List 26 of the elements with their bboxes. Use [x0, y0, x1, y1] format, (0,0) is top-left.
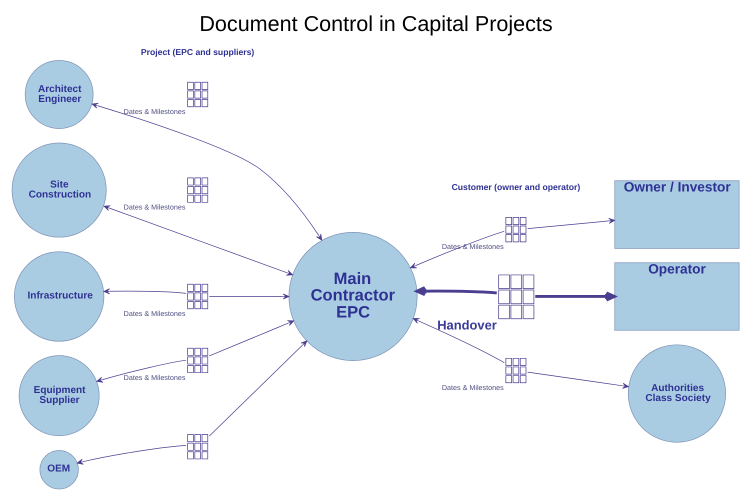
arrow: [103, 205, 292, 276]
arrow: [91, 102, 322, 241]
node-circle: Authorities Class Society: [627, 344, 726, 443]
arrow: [526, 218, 615, 229]
arrow: [208, 294, 289, 300]
arrow: [208, 340, 307, 437]
node-circle: OEM: [39, 450, 78, 490]
node-circle: Infrastructure: [14, 251, 104, 342]
node-box: Owner / Investor: [614, 180, 739, 249]
label: Project (EPC and suppliers): [140, 47, 254, 58]
arrow: [96, 360, 186, 383]
node-circle: Equipment Supplier: [18, 355, 100, 436]
diagram-title: Document Control in Capital Projects: [198, 11, 552, 36]
arrow: [102, 288, 186, 294]
arrow: [208, 320, 294, 356]
arrow: [526, 372, 628, 389]
node-box: Operator: [614, 262, 739, 331]
arrow: [412, 318, 504, 363]
node-circle: Site Construction: [11, 142, 106, 238]
node-circle: Architect Engineer: [24, 60, 93, 129]
arrow: [534, 292, 616, 302]
label: Customer (owner and operator): [451, 182, 580, 192]
arrow: [410, 230, 504, 268]
node-label: Handover: [436, 317, 496, 332]
arrow: [414, 286, 496, 296]
arrow: [76, 445, 186, 465]
